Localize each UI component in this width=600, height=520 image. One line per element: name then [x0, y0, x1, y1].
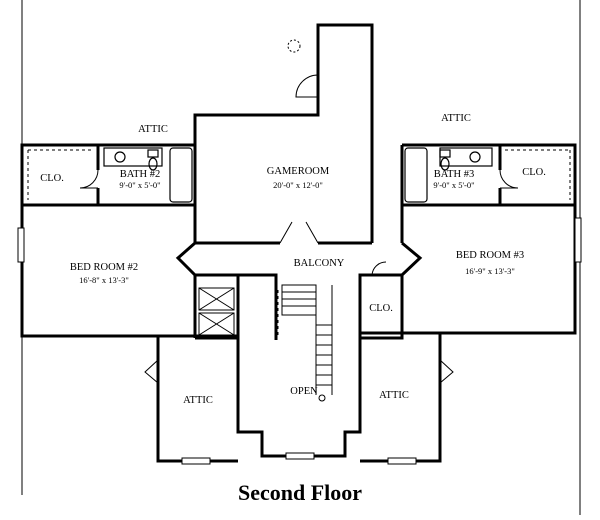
closet-right-label: CLO.	[522, 167, 546, 178]
attic-top-left-label: ATTIC	[138, 124, 168, 135]
bath-fixtures	[103, 147, 493, 203]
closet-shelves	[27, 149, 571, 336]
balcony-label: BALCONY	[294, 258, 345, 269]
skylight-icon	[287, 39, 301, 53]
attic-bottom-left-label: ATTIC	[183, 395, 213, 406]
chase-boxes	[198, 287, 235, 336]
bed2-size: 16'-8" x 13'-3"	[79, 275, 129, 285]
closet-center-label: CLO.	[369, 303, 393, 314]
bath3-label: BATH #3	[434, 169, 475, 180]
bath2-size: 9'-0" x 5'-0"	[119, 180, 160, 190]
gameroom-size: 20'-0" x 12'-0"	[273, 180, 323, 190]
bed2-label: BED ROOM #2	[70, 262, 138, 273]
open-label: OPEN	[290, 386, 318, 397]
bed3-size: 16'-9" x 13'-3"	[465, 266, 515, 276]
gameroom-label: GAMEROOM	[267, 166, 330, 177]
closet-left-label: CLO.	[40, 173, 64, 184]
walls	[20, 23, 577, 463]
stairs	[281, 284, 333, 402]
bath2-label: BATH #2	[120, 169, 161, 180]
bath3-size: 9'-0" x 5'-0"	[433, 180, 474, 190]
attic-top-right-label: ATTIC	[441, 113, 471, 124]
door-swings	[79, 74, 519, 384]
attic-bottom-right-label: ATTIC	[379, 390, 409, 401]
bed3-label: BED ROOM #3	[456, 250, 524, 261]
windows	[17, 217, 582, 465]
plan-title: Second Floor	[238, 480, 362, 505]
